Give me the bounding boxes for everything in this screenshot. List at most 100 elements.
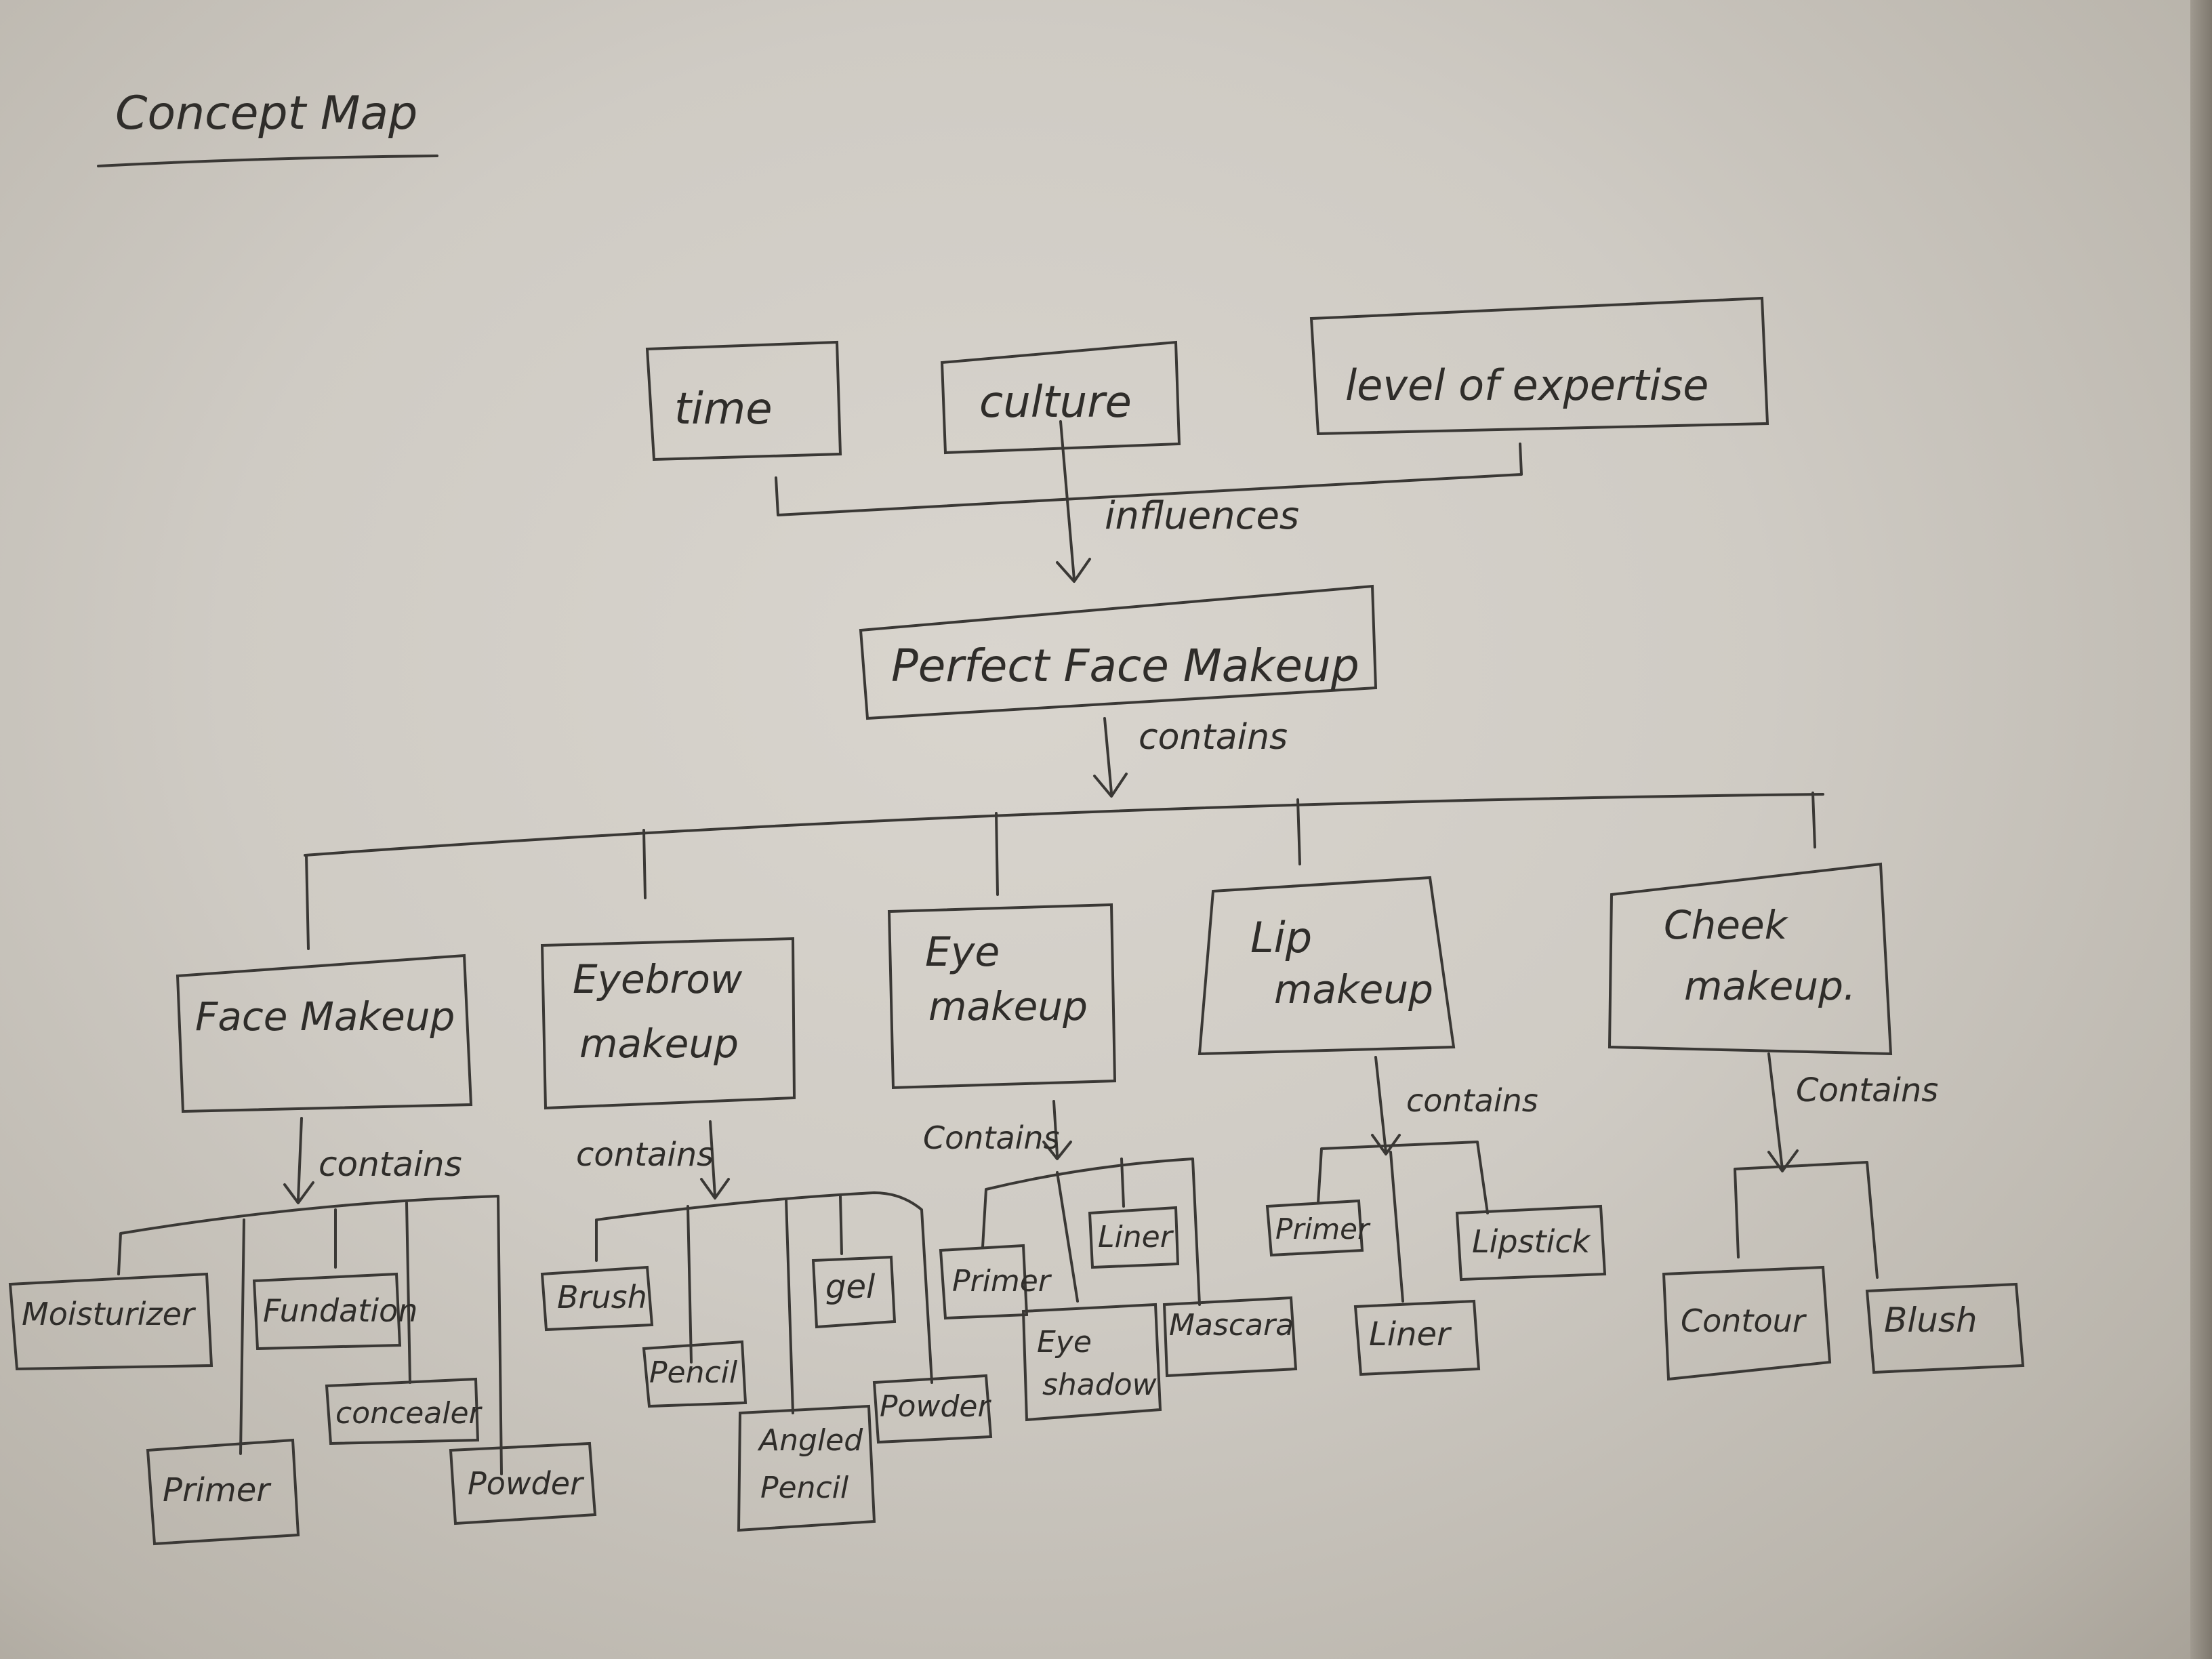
node-level-of-expertise [1309, 296, 1769, 436]
face-contains-arrowhead [283, 1181, 314, 1204]
label-cheek-line1: Cheek [1664, 902, 1789, 948]
label-mascara: Mascara [1169, 1308, 1294, 1343]
eyebrow-branch-bar [595, 1191, 933, 1384]
node-liner-lip [1353, 1299, 1481, 1376]
cheek-branch-bar [1734, 1161, 1879, 1279]
node-primer-lip [1265, 1199, 1364, 1257]
label-angled-pencil: Pencil [760, 1471, 849, 1505]
root-contains-arrowhead [1093, 773, 1128, 798]
node-lip-makeup [1197, 876, 1456, 1056]
label-cheek-line2: makeup. [1684, 963, 1856, 1009]
drop-eye [995, 812, 999, 896]
node-contour [1662, 1265, 1832, 1381]
relation-contains-root: contains [1139, 717, 1288, 758]
label-eye-line2: makeup [928, 983, 1088, 1029]
cheek-contains-arrow [1767, 1052, 1784, 1170]
label-root: Perfect Face Makeup [891, 640, 1359, 692]
relation-contains-eye: Contains [923, 1120, 1060, 1156]
node-face-makeup [176, 954, 473, 1113]
label-primer-eye: Primer [952, 1264, 1052, 1298]
relation-contains-eyebrow: contains [576, 1136, 714, 1174]
node-liner-eye [1088, 1206, 1180, 1269]
paper-edge [2190, 0, 2212, 1659]
node-culture [940, 340, 1181, 455]
label-eye-line1: Eye [925, 928, 1000, 976]
node-gel [811, 1255, 897, 1329]
eye-branch-bar [981, 1158, 1201, 1306]
label-face-makeup: Face Makeup [195, 994, 455, 1040]
node-cheek-makeup [1607, 862, 1893, 1056]
eye-branch-liner [1120, 1158, 1125, 1208]
drop-face [305, 854, 310, 950]
label-eye-shadow-1: Eye [1037, 1325, 1092, 1359]
eyebrow-branch-gel [839, 1195, 843, 1255]
label-liner-lip: Liner [1369, 1315, 1452, 1353]
node-angled-pencil [737, 1404, 876, 1532]
face-contains-arrow [297, 1117, 303, 1201]
label-primer-face: Primer [163, 1471, 272, 1509]
label-concealer: concealer [335, 1396, 483, 1431]
label-powder-eyebrow: Powder [880, 1389, 991, 1424]
node-moisturizer [8, 1272, 213, 1371]
node-time [645, 340, 842, 462]
node-brush [540, 1265, 654, 1332]
label-time: time [674, 384, 773, 434]
node-eye-makeup [887, 903, 1117, 1090]
label-lipstick: Lipstick [1472, 1223, 1592, 1260]
drop-lip [1296, 798, 1301, 865]
category-bar [304, 793, 1824, 857]
label-lip-line1: Lip [1250, 913, 1312, 962]
node-primer-face [146, 1438, 300, 1546]
eyebrow-branch-pencil [687, 1205, 693, 1364]
node-fundation [252, 1272, 402, 1351]
eye-branch-shadow [1056, 1171, 1079, 1303]
node-concealer [325, 1377, 480, 1446]
node-perfect-face-makeup [859, 584, 1378, 720]
drop-cheek [1811, 792, 1816, 848]
label-eye-shadow-2: shadow [1042, 1368, 1158, 1402]
node-eyebrow-makeup [540, 937, 796, 1110]
node-pencil [642, 1340, 747, 1408]
eye-contains-arrowhead [1042, 1141, 1072, 1160]
eyebrow-contains-arrowhead [700, 1178, 730, 1200]
face-branch-concealer [405, 1202, 411, 1384]
node-eye-shadow [1021, 1303, 1162, 1422]
eyebrow-contains-arrow [709, 1120, 716, 1197]
node-powder-face [449, 1441, 597, 1525]
lip-branch-bar [1317, 1141, 1489, 1214]
label-eyebrow-line1: Eyebrow [573, 956, 743, 1002]
relation-contains-cheek: Contains [1796, 1071, 1938, 1109]
label-primer-lip: Primer [1275, 1212, 1371, 1246]
influence-bracket [775, 443, 1523, 516]
label-blush: Blush [1884, 1300, 1978, 1340]
label-brush: Brush [557, 1279, 647, 1315]
face-branch-bar [117, 1195, 503, 1475]
label-gel: gel [825, 1268, 876, 1306]
root-contains-arrow [1103, 717, 1113, 794]
label-level-of-expertise: level of expertise [1345, 361, 1708, 410]
label-pencil: Pencil [649, 1355, 738, 1390]
label-fundation: Fundation [263, 1292, 417, 1329]
eye-contains-arrow [1052, 1100, 1059, 1157]
relation-contains-face: contains [319, 1145, 462, 1184]
label-liner-eye: Liner [1098, 1220, 1174, 1254]
lip-contains-arrow [1374, 1056, 1387, 1153]
label-culture: culture [979, 377, 1132, 428]
label-eyebrow-line2: makeup [579, 1021, 739, 1067]
influence-arrowhead [1056, 558, 1091, 583]
cheek-contains-arrowhead [1767, 1149, 1799, 1172]
map-title: Concept Map [115, 87, 417, 140]
face-branch-primer [239, 1218, 245, 1455]
relation-influences: influences [1105, 494, 1299, 538]
influence-arrow [1059, 420, 1076, 581]
node-powder-eyebrow [872, 1374, 993, 1444]
label-powder-face: Powder [468, 1465, 585, 1502]
drop-eyebrow [642, 829, 647, 899]
lip-branch-liner [1389, 1151, 1404, 1303]
title-underline [97, 155, 438, 167]
node-lipstick [1455, 1204, 1607, 1282]
node-mascara [1162, 1296, 1298, 1378]
label-lip-line2: makeup [1274, 966, 1433, 1012]
